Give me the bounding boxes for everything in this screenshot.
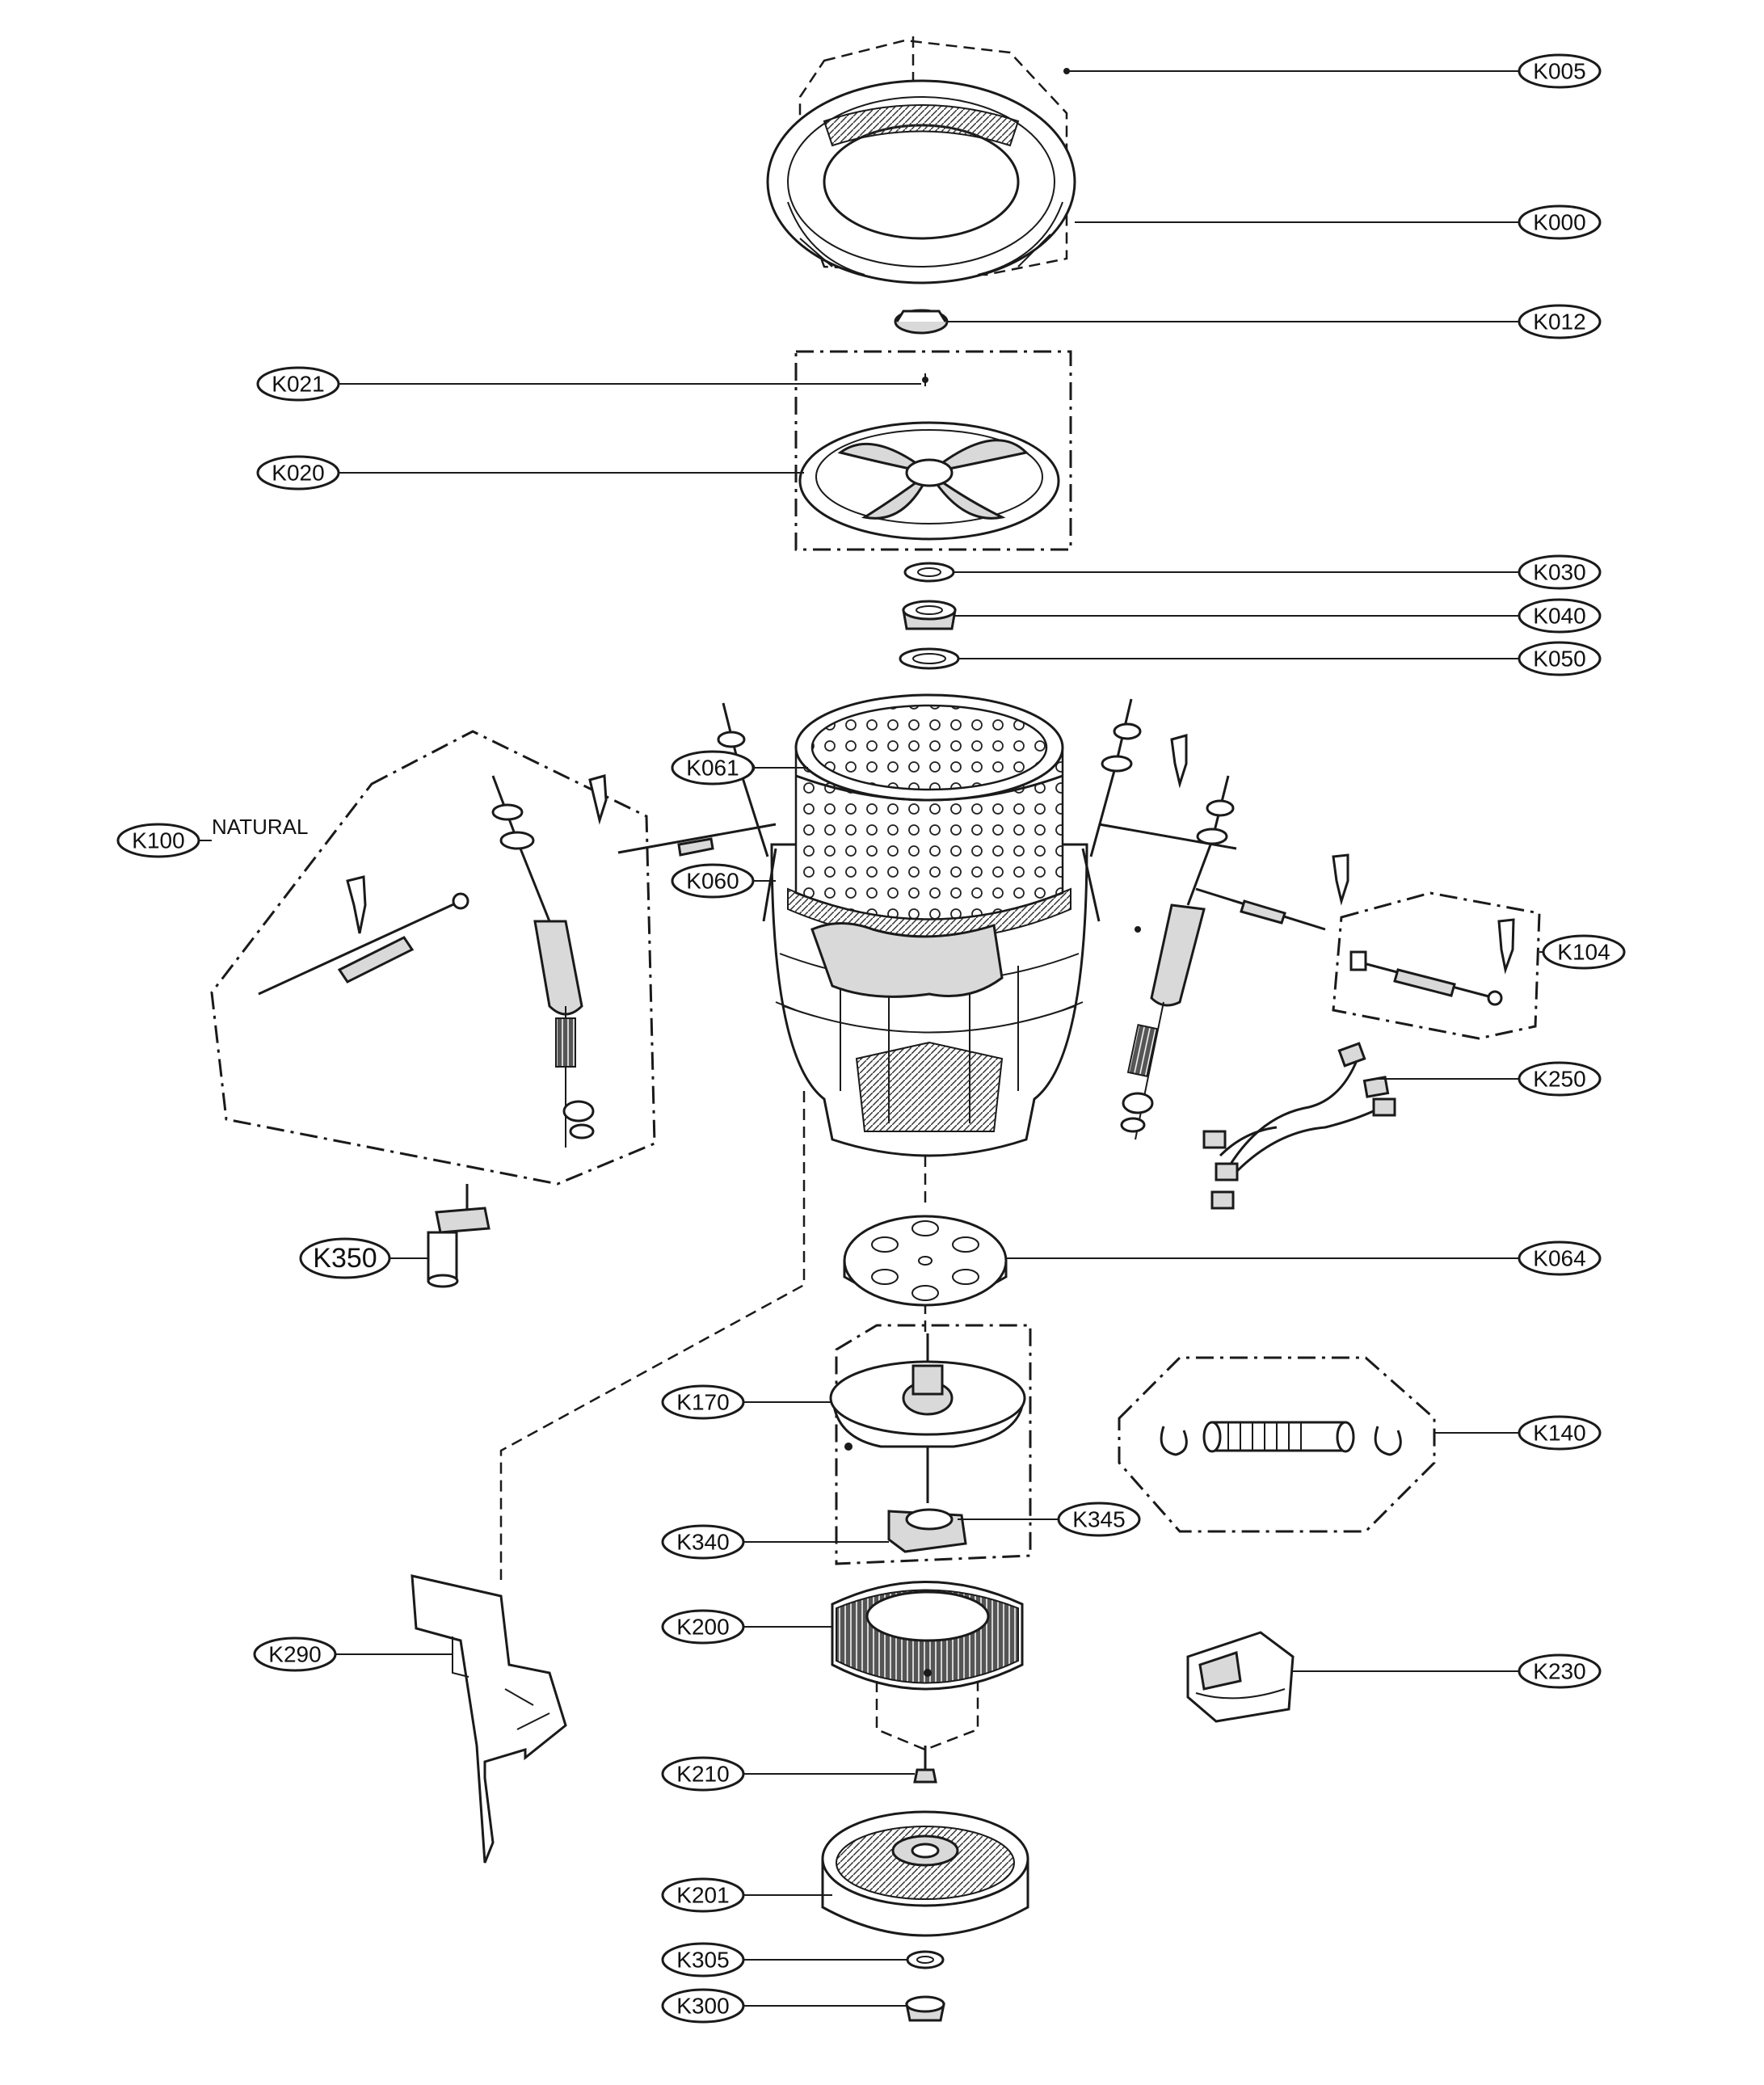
callout-text-K040: K040 (1533, 604, 1585, 629)
callout-text-K100: K100 (132, 828, 184, 853)
suspension-rod-box (1332, 891, 1541, 1040)
bracket-k290 (410, 1574, 567, 1864)
callout-text-K201: K201 (676, 1883, 729, 1908)
callout-text-K104: K104 (1557, 940, 1610, 965)
callout-K210[interactable]: K210 (661, 1756, 745, 1792)
tub-cover (766, 36, 1076, 284)
callout-text-K000: K000 (1533, 210, 1585, 235)
drain-motor (1186, 1631, 1295, 1723)
callout-K060[interactable]: K060 (671, 863, 755, 899)
clutch-group-box (835, 1324, 1032, 1565)
callout-text-K050: K050 (1533, 647, 1585, 672)
callout-K201[interactable]: K201 (661, 1877, 745, 1913)
callout-K250[interactable]: K250 (1518, 1061, 1602, 1097)
callout-text-K170: K170 (676, 1390, 729, 1415)
screw-k005 (1063, 68, 1070, 74)
callout-K064[interactable]: K064 (1518, 1240, 1602, 1276)
callout-text-K005: K005 (1533, 59, 1585, 84)
callout-K030[interactable]: K030 (1518, 554, 1602, 590)
callout-K100[interactable]: K100 (116, 823, 200, 858)
callout-K290[interactable]: K290 (253, 1636, 337, 1672)
callout-text-K060: K060 (686, 869, 739, 894)
callout-text-K200: K200 (676, 1615, 729, 1640)
pulsator (798, 373, 1060, 541)
rotor (821, 1810, 1029, 1937)
callout-K050[interactable]: K050 (1518, 641, 1602, 676)
callout-K170[interactable]: K170 (661, 1384, 745, 1420)
callout-K020[interactable]: K020 (256, 455, 340, 491)
nut-k300 (905, 1995, 945, 2022)
rotor-bolt (913, 1746, 937, 1784)
callout-text-K020: K020 (272, 461, 324, 486)
callout-K305[interactable]: K305 (661, 1942, 745, 1978)
washer-k050 (899, 647, 960, 670)
callout-text-K290: K290 (268, 1642, 321, 1667)
callout-K040[interactable]: K040 (1518, 598, 1602, 634)
hose-kit-box (1118, 1356, 1436, 1533)
sensor-k350 (427, 1184, 490, 1288)
callout-K061[interactable]: K061 (671, 750, 755, 786)
callout-K230[interactable]: K230 (1518, 1653, 1602, 1689)
callout-K140[interactable]: K140 (1518, 1415, 1602, 1451)
callout-text-K061: K061 (686, 756, 739, 781)
drum-assembly (762, 693, 1101, 1157)
callout-K104[interactable]: K104 (1542, 934, 1626, 970)
suspension-rod-k104 (1349, 918, 1515, 1006)
callout-K021[interactable]: K021 (256, 366, 340, 402)
callout-text-K250: K250 (1533, 1067, 1585, 1092)
callout-text-K300: K300 (676, 1994, 729, 2019)
callout-text-K350: K350 (313, 1243, 377, 1274)
callout-K200[interactable]: K200 (661, 1609, 745, 1645)
callout-text-K012: K012 (1533, 310, 1585, 335)
natural-note: NATURAL (212, 815, 308, 839)
bearing-housing-plate (843, 1215, 1008, 1307)
stator (831, 1581, 1024, 1751)
tub-cap (894, 309, 949, 335)
nut-k040 (902, 600, 957, 630)
bracket-guide-line (499, 1091, 806, 1580)
callout-text-K021: K021 (272, 372, 324, 397)
right-suspension-rods (1089, 698, 1349, 1140)
callout-text-K345: K345 (1072, 1507, 1125, 1532)
left-suspension-rods (258, 702, 777, 1148)
callout-K005[interactable]: K005 (1518, 53, 1602, 89)
callout-text-K305: K305 (676, 1948, 729, 1973)
washer-k305 (906, 1950, 945, 1969)
clutch-assembly (829, 1333, 1026, 1553)
callout-K350[interactable]: K350 (299, 1237, 391, 1279)
callout-K340[interactable]: K340 (661, 1524, 745, 1560)
callout-K000[interactable]: K000 (1518, 204, 1602, 240)
callout-text-K030: K030 (1533, 560, 1585, 585)
callout-text-K340: K340 (676, 1530, 729, 1555)
leader-lines (199, 70, 1543, 2007)
callout-K300[interactable]: K300 (661, 1988, 745, 2024)
callout-text-K230: K230 (1533, 1659, 1585, 1684)
drain-hose (1160, 1421, 1402, 1456)
suspension-kit-box (210, 730, 656, 1186)
callout-text-K064: K064 (1533, 1246, 1585, 1271)
callout-text-K210: K210 (676, 1762, 729, 1787)
pulsator-group-box (794, 350, 1072, 551)
callout-K012[interactable]: K012 (1518, 304, 1602, 339)
callout-text-K140: K140 (1533, 1421, 1585, 1446)
wire-harness (1202, 1042, 1396, 1210)
callout-K345[interactable]: K345 (1057, 1502, 1141, 1537)
washer-k030 (903, 562, 955, 583)
